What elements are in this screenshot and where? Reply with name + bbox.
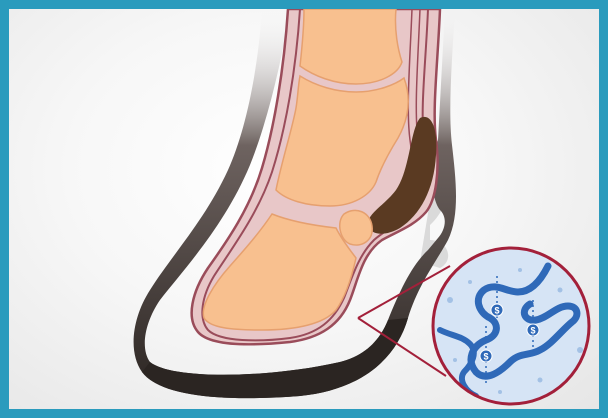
coffin-bone <box>203 214 356 330</box>
magnified-callout: $ $ $ <box>430 246 595 411</box>
long-pastern-bone <box>300 9 402 84</box>
bacteria-marker-3: $ <box>480 350 492 362</box>
navicular-bone <box>340 210 372 245</box>
svg-text:$: $ <box>483 352 488 362</box>
svg-text:$: $ <box>530 326 535 336</box>
bacteria-marker-2: $ <box>527 324 539 336</box>
bacteria-marker-1: $ <box>491 304 503 316</box>
svg-text:$: $ <box>494 306 499 316</box>
